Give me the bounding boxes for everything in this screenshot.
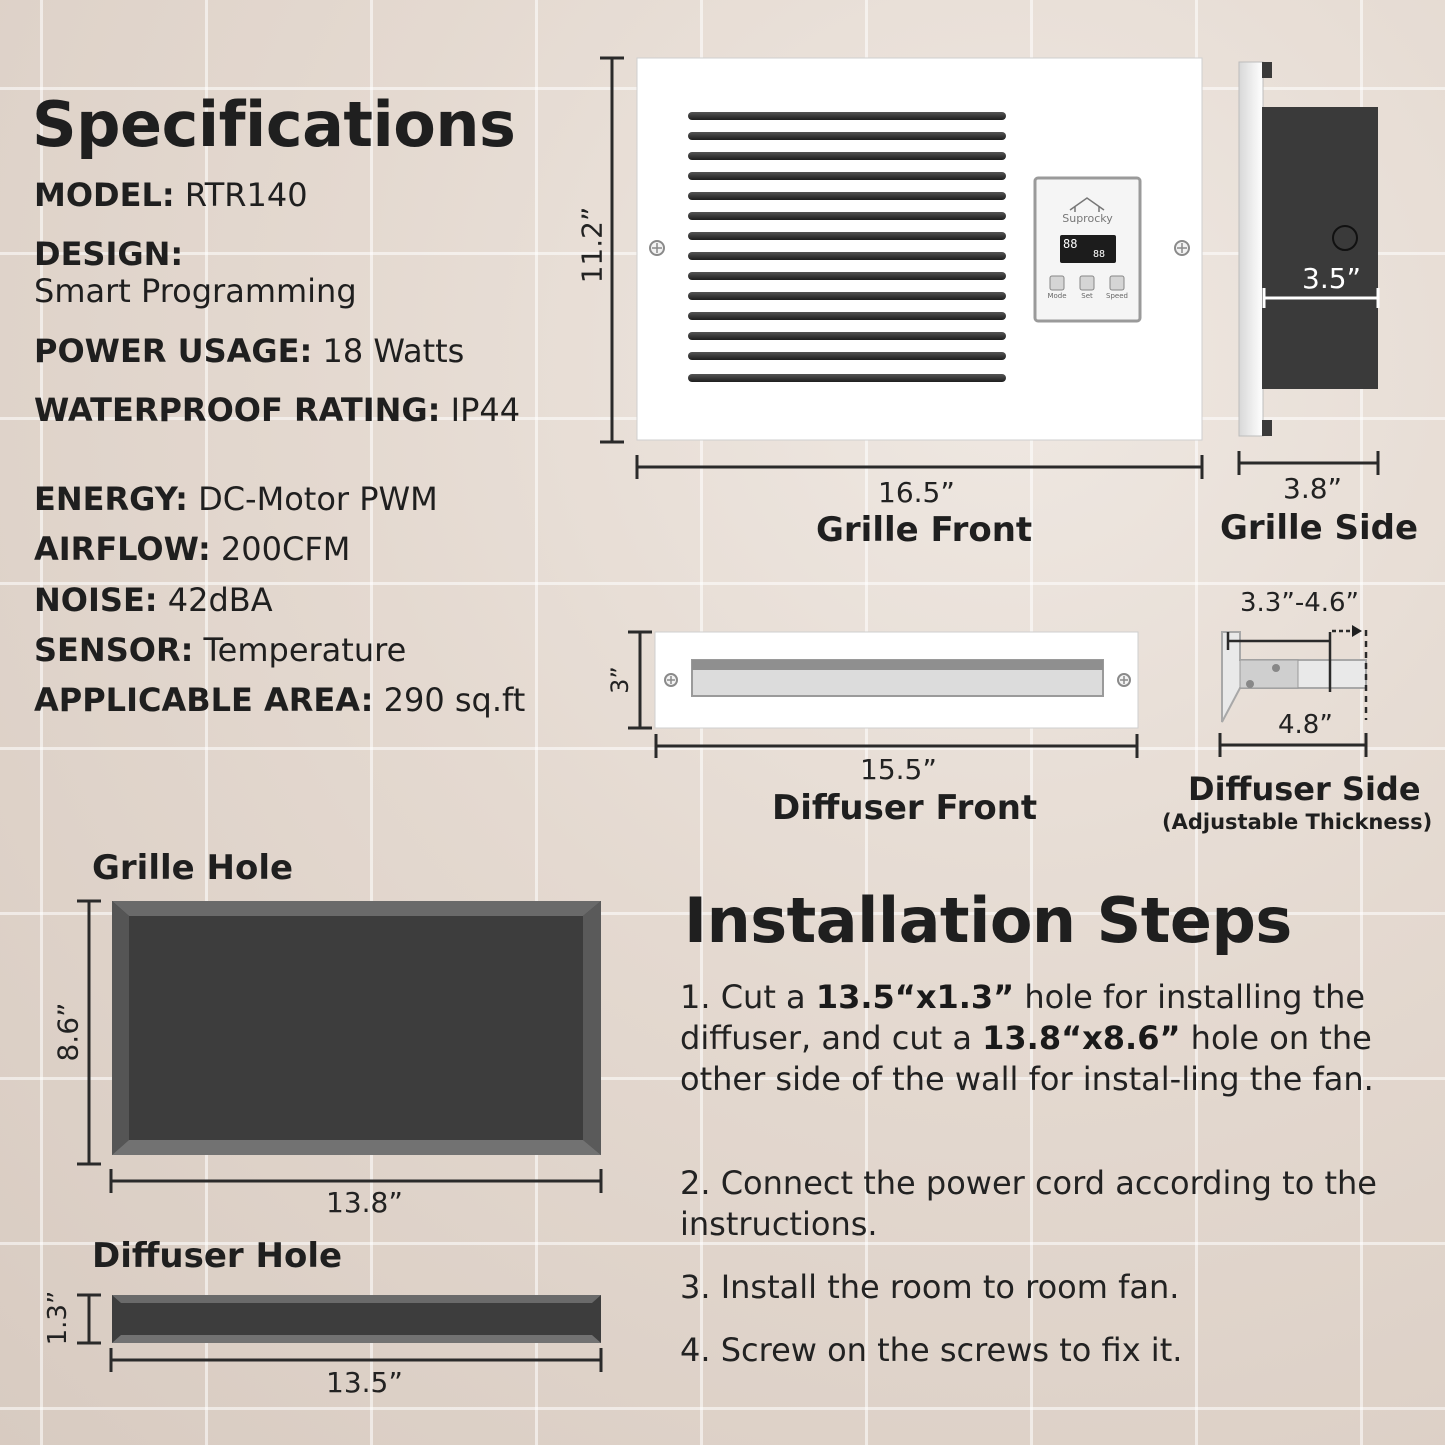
diffuser-front-label: Diffuser Front [772, 788, 1038, 828]
install-step-1: 1. Cut a 13.5“x1.3” hole for installing … [680, 977, 1400, 1100]
speed-button-icon [1109, 275, 1125, 291]
diffuser-side-depth-value: 4.8” [1278, 710, 1333, 740]
step-dimension: 13.5“x1.3” [815, 978, 1015, 1016]
panel-button-mode-label: Mode [1047, 292, 1067, 300]
grille-side-inner-value: 3.5” [1302, 262, 1362, 295]
diffuser-front-height-value: 3” [606, 666, 634, 694]
lcd-readout-left: 88 [1063, 237, 1078, 251]
spec-key: AIRFLOW: [34, 530, 211, 568]
panel-button-speed-label: Speed [1106, 292, 1128, 300]
spec-value: 18 Watts [312, 332, 465, 370]
grille-side-depth-dimension [1237, 451, 1380, 475]
control-panel [1033, 176, 1142, 323]
set-button-icon [1079, 275, 1095, 291]
diffuser-side [1221, 631, 1367, 723]
install-step-3: 3. Install the room to room fan. [680, 1268, 1180, 1306]
diffuser-front [654, 631, 1139, 729]
spec-key: NOISE: [34, 581, 158, 619]
screw-icon [1246, 680, 1254, 688]
spec-value: 290 sq.ft [373, 681, 526, 719]
diffuser-side-range-value: 3.3”-4.6” [1240, 588, 1360, 618]
diffuser-side-sublabel: (Adjustable Thickness) [1162, 810, 1433, 834]
spec-design: DESIGN: Smart Programming [34, 236, 357, 310]
spec-key: SENSOR: [34, 631, 194, 669]
spec-key: DESIGN: [34, 235, 184, 273]
spec-model: MODEL: RTR140 [34, 176, 308, 214]
diffuser-hole-label: Diffuser Hole [92, 1236, 343, 1276]
grille-hole-width-dimension [109, 1169, 603, 1193]
grille-side-label: Grille Side [1220, 508, 1419, 548]
grille-side [1238, 61, 1380, 437]
screw-icon [1174, 240, 1190, 256]
diffuser-hole-height-value: 1.3” [43, 1290, 73, 1346]
spec-energy: ENERGY: DC-Motor PWM [34, 480, 438, 518]
spec-key: APPLICABLE AREA: [34, 681, 374, 719]
spec-key: MODEL: [34, 176, 175, 214]
grille-hole-label: Grille Hole [92, 848, 294, 888]
grille-front-height-dimension [600, 56, 624, 444]
panel-brand: Suprocky [1062, 212, 1113, 225]
spec-noise: NOISE: 42dBA [34, 581, 273, 619]
spec-value: 42dBA [157, 581, 273, 619]
grille-hole-height-dimension [77, 899, 101, 1166]
spec-power-usage: POWER USAGE: 18 Watts [34, 332, 464, 370]
step-text: hole on the other side of the wall for i… [680, 1019, 1374, 1098]
spec-key: ENERGY: [34, 480, 188, 518]
grille-front-width-value: 16.5” [878, 476, 955, 509]
lcd-display [1060, 235, 1116, 263]
grille-hole-height-value: 8.6” [51, 1002, 85, 1062]
specifications-title: Specifications [32, 88, 516, 161]
grille-slats [688, 112, 1006, 382]
spec-airflow: AIRFLOW: 200CFM [34, 530, 350, 568]
grille-hole [112, 901, 601, 1155]
diffuser-front-height-dimension [628, 630, 652, 730]
spec-key: POWER USAGE: [34, 332, 313, 370]
grille-side-depth-value: 3.8” [1283, 472, 1343, 505]
panel-button-set-label: Set [1081, 292, 1093, 300]
spec-key: WATERPROOF RATING: [34, 391, 441, 429]
grille-front-width-dimension [635, 455, 1204, 479]
spec-sensor: SENSOR: Temperature [34, 631, 406, 669]
diffuser-hole-width-value: 13.5” [326, 1366, 403, 1399]
cable-hole-icon [1332, 225, 1358, 251]
spec-waterproof-rating: WATERPROOF RATING: IP44 [34, 391, 520, 429]
installation-steps-title: Installation Steps [684, 884, 1292, 957]
house-logo-icon [1069, 197, 1105, 212]
grille-front-height-value: 11.2” [575, 206, 609, 284]
mode-button-icon [1049, 275, 1065, 291]
spec-value: IP44 [440, 391, 521, 429]
spec-value: DC-Motor PWM [187, 480, 438, 518]
arrow-right-icon [1352, 625, 1362, 637]
diffuser-front-width-value: 15.5” [860, 753, 937, 786]
install-step-2: 2. Connect the power cord according to t… [680, 1164, 1377, 1243]
diffuser-hole [112, 1295, 601, 1343]
step-text: hole for installing the diffuser, and cu… [680, 978, 1366, 1057]
diffuser-side-depth-dimension [1218, 733, 1368, 757]
grille-front-label: Grille Front [816, 510, 1033, 550]
spec-value: RTR140 [174, 176, 308, 214]
diffuser-hole-width-dimension [109, 1348, 603, 1372]
screw-icon [1272, 664, 1280, 672]
diffuser-front-width-dimension [654, 734, 1139, 758]
spec-applicable-area: APPLICABLE AREA: 290 sq.ft [34, 681, 525, 719]
screw-icon [1117, 673, 1131, 687]
diffuser-hole-height-dimension [77, 1293, 101, 1345]
spec-value: Temperature [193, 631, 407, 669]
step-text: 1. Cut a [680, 978, 816, 1016]
spec-value: Smart Programming [34, 272, 357, 310]
install-step-4: 4. Screw on the screws to fix it. [680, 1331, 1183, 1369]
grille-hole-width-value: 13.8” [326, 1186, 403, 1219]
step-dimension: 13.8“x8.6” [982, 1019, 1181, 1057]
diffuser-side-label: Diffuser Side [1188, 770, 1421, 808]
screw-icon [664, 673, 678, 687]
screw-icon [649, 240, 665, 256]
grille-front [636, 57, 1203, 441]
spec-value: 200CFM [210, 530, 351, 568]
diffuser-side-range-dimension [1226, 629, 1368, 720]
lcd-readout-right: 88 [1093, 249, 1106, 260]
